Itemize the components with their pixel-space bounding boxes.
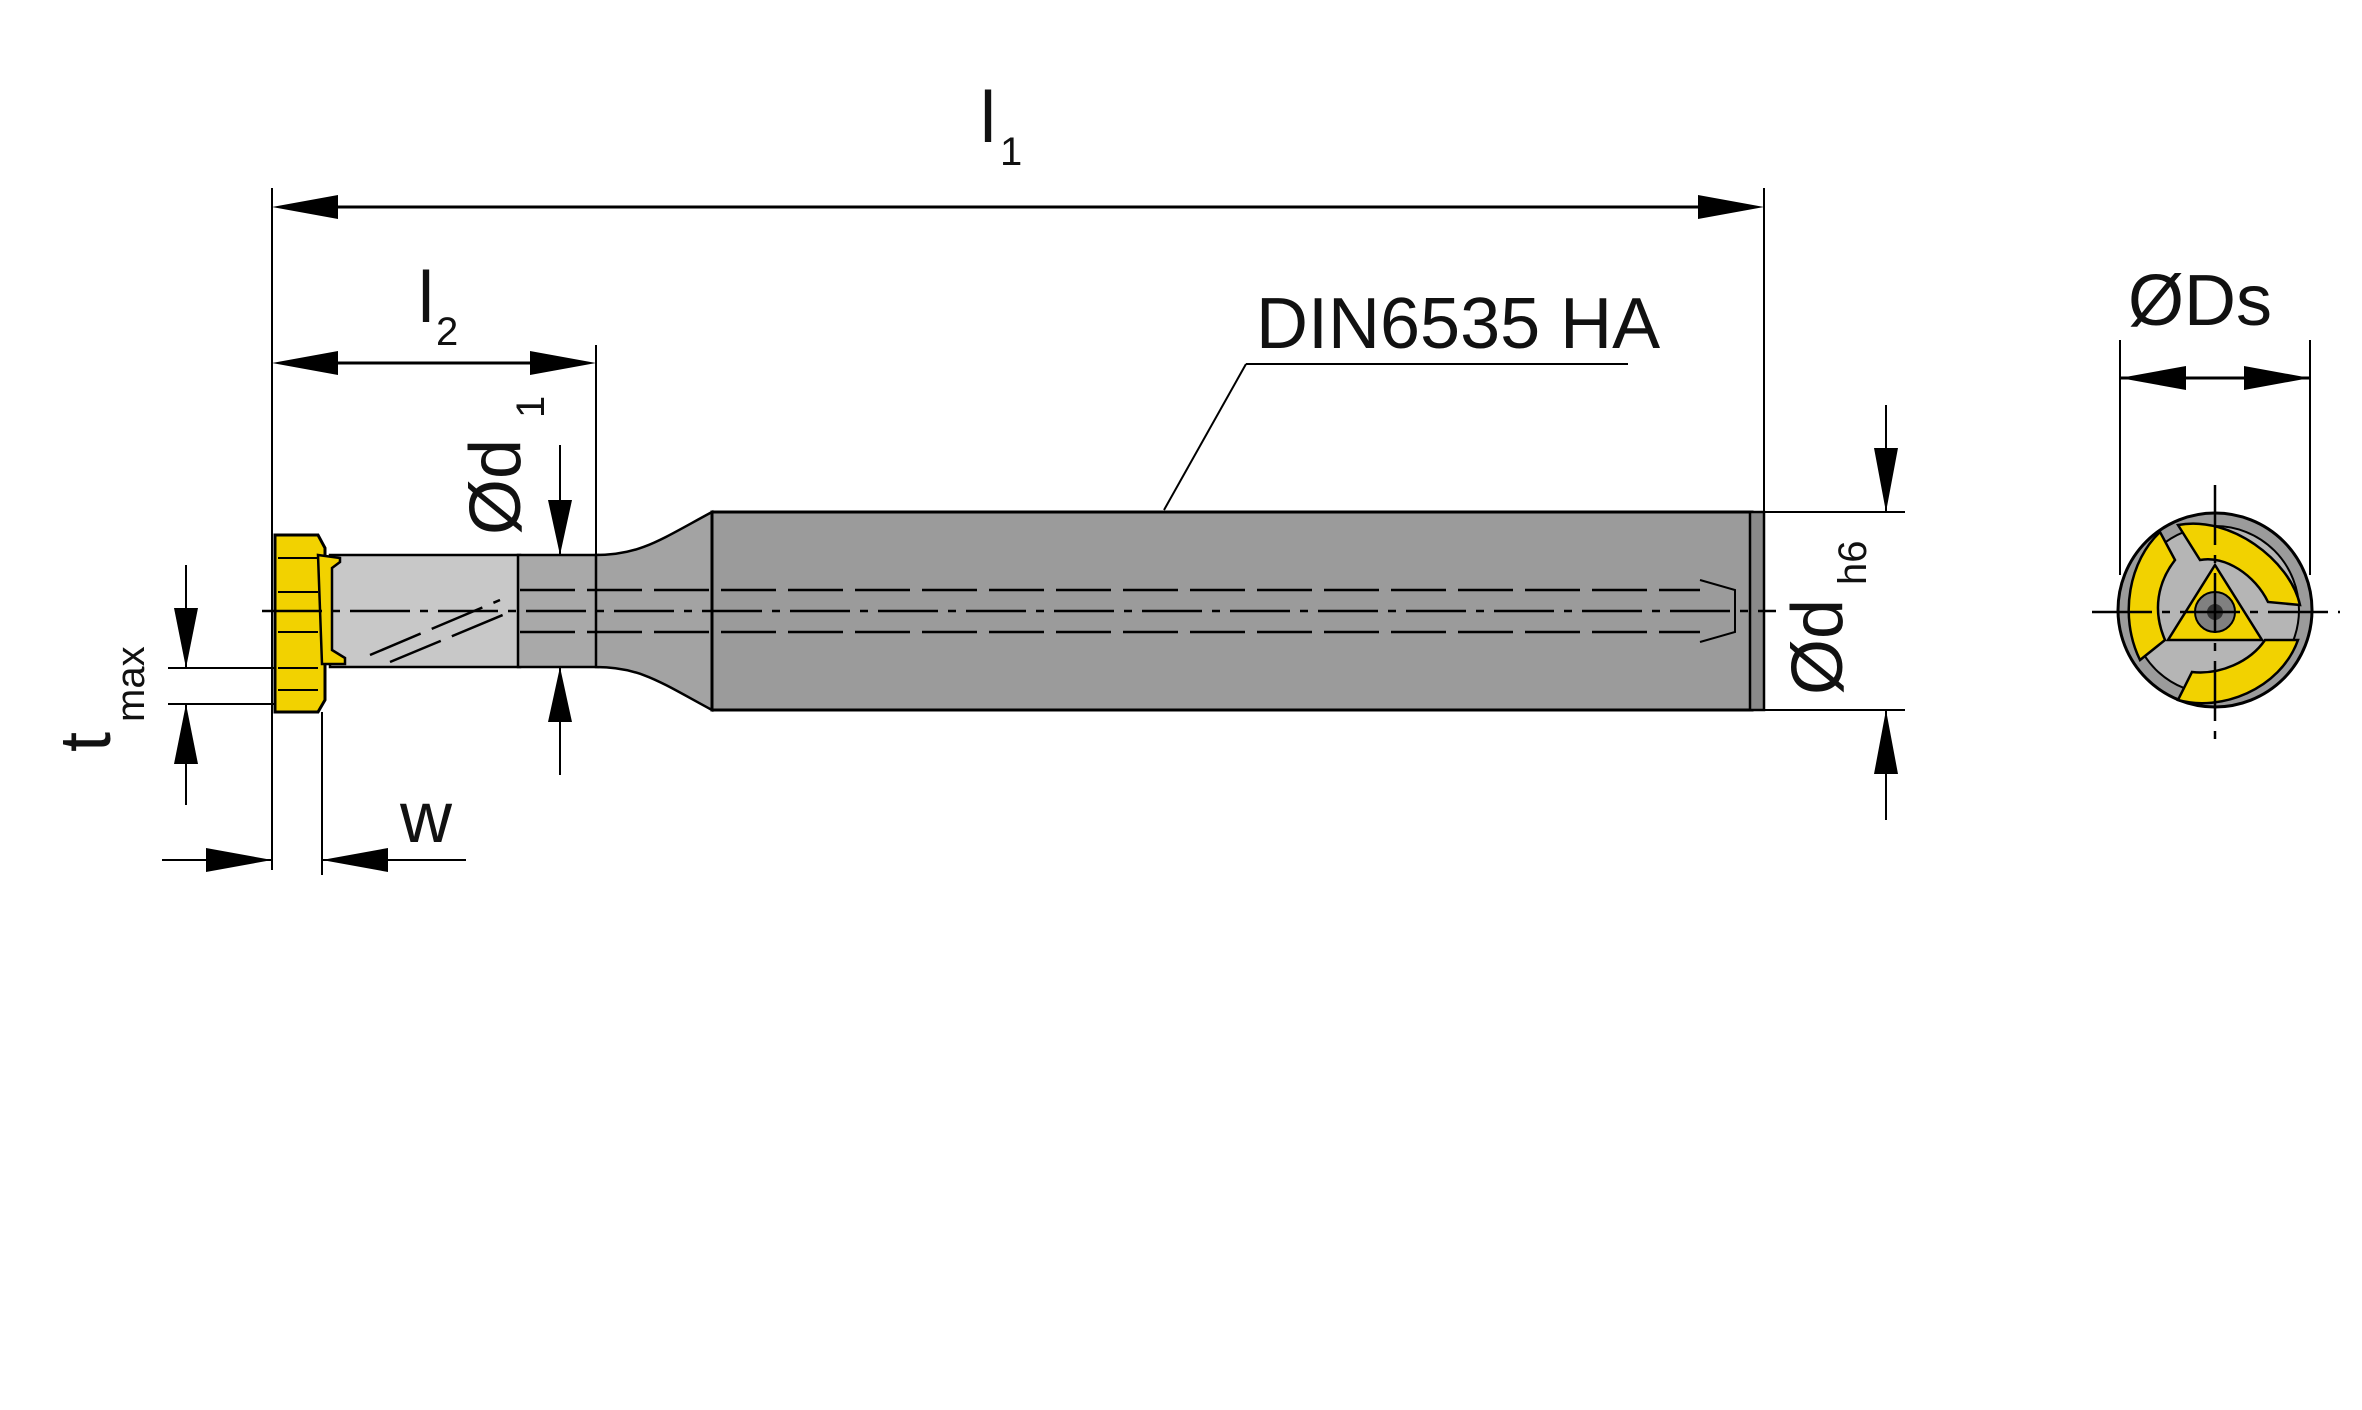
arrowhead: [322, 848, 388, 872]
dimension-l1: l 1: [271, 78, 1765, 870]
label-l2: l: [418, 258, 434, 338]
leader-line: [1163, 363, 1247, 511]
arrowhead: [548, 500, 572, 555]
label-tmax-subscript: max: [109, 646, 153, 722]
dimension-dh6: Ød h6: [1764, 405, 1905, 820]
coolant-outlet-1: [369, 598, 501, 657]
label-d1-subscript: 1: [509, 396, 553, 418]
label-w: w: [399, 778, 453, 858]
dimension-w: w: [162, 712, 466, 875]
insert-clamp: [316, 553, 347, 666]
arrowhead: [548, 667, 572, 722]
channel-end: [1699, 579, 1736, 643]
arrowhead: [272, 195, 338, 219]
end-view: ØDs: [2092, 261, 2340, 740]
insert-tooth-3: [2127, 529, 2177, 662]
arrowhead: [1698, 195, 1764, 219]
tool-body: [262, 509, 1776, 714]
arrowhead: [2120, 366, 2186, 390]
arrowhead: [206, 848, 272, 872]
dimension-tmax: t max: [46, 565, 275, 805]
insert-tooth-2: [2176, 638, 2300, 705]
dimension-d1: Ød 1: [456, 396, 572, 775]
label-dh6: Ød: [1778, 599, 1858, 695]
label-l2-subscript: 2: [436, 310, 458, 354]
label-ds: ØDs: [2128, 261, 2272, 341]
arrowhead: [1874, 710, 1898, 774]
label-l1-subscript: 1: [1000, 130, 1022, 174]
coolant-outlet-2: [389, 610, 511, 664]
label-tmax: t: [46, 732, 126, 752]
arrowhead: [174, 704, 198, 764]
label-dh6-subscript: h6: [1831, 541, 1875, 586]
dimension-l2: l 2: [272, 258, 597, 555]
label-d1: Ød: [456, 439, 536, 535]
arrowhead: [2244, 366, 2310, 390]
arrowhead: [272, 351, 338, 375]
label-shank-standard: DIN6535 HA: [1256, 284, 1660, 364]
insert-tooth-1: [2175, 522, 2302, 607]
shank-standard-callout: DIN6535 HA: [1163, 284, 1660, 511]
arrowhead: [174, 608, 198, 668]
arrowhead: [1874, 448, 1898, 512]
label-l1: l: [980, 78, 996, 158]
arrowhead: [530, 351, 596, 375]
